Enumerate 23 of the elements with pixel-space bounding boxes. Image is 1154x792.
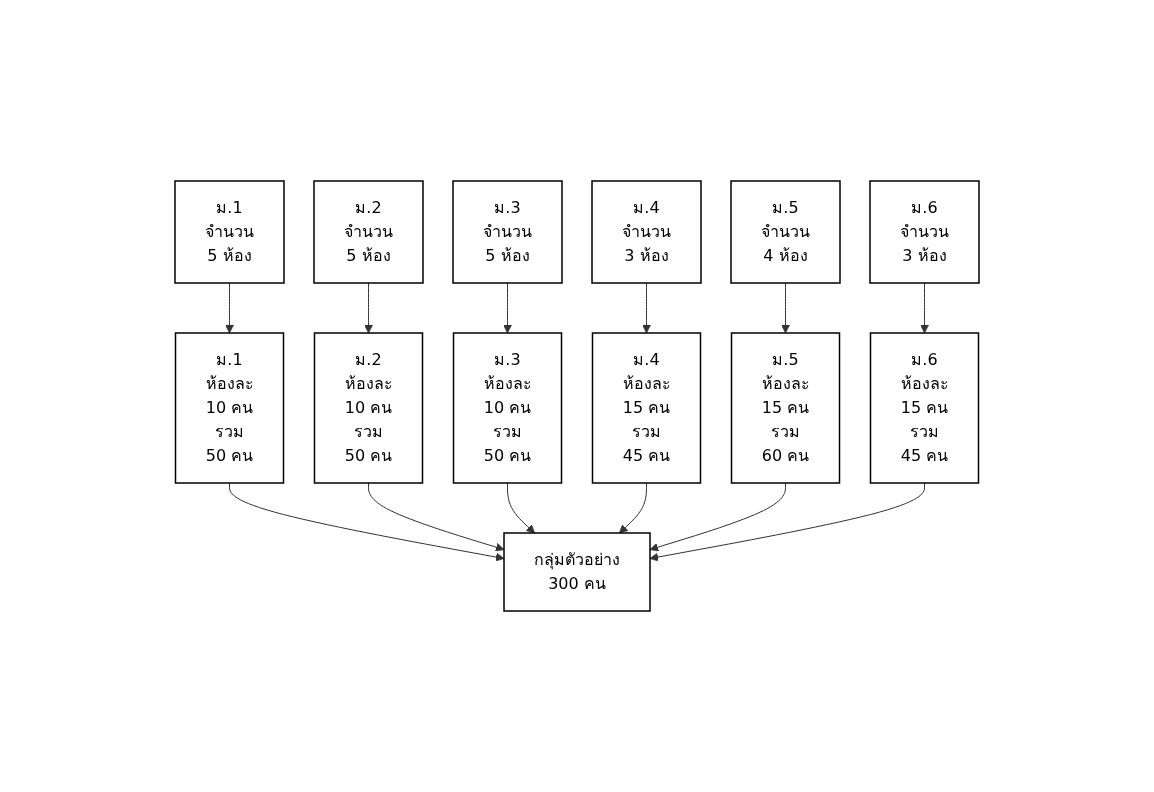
node-box: กลุ่มตัวอย่าง 300 คน [503,532,651,612]
node-box: ม.3 จำนวน 5 ห้อง [452,180,563,284]
node-box: ม.5 ห้องละ 15 คน รวม 60 คน [730,332,841,484]
node-box: ม.2 ห้องละ 10 คน รวม 50 คน [313,332,424,484]
node-box: ม.6 จำนวน 3 ห้อง [869,180,980,284]
arrow [507,482,536,534]
arrow [225,282,234,334]
node-box: ม.6 ห้องละ 15 คน รวม 45 คน [869,332,980,484]
arrow [503,282,512,334]
arrow [920,282,929,334]
arrow [364,282,373,334]
node-box: ม.4 จำนวน 3 ห้อง [591,180,702,284]
arrow [229,482,505,562]
node-box: ม.1 จำนวน 5 ห้อง [174,180,285,284]
arrow [642,282,651,334]
arrow [618,482,647,534]
node-box: ม.5 จำนวน 4 ห้อง [730,180,841,284]
arrow [368,482,505,552]
node-box: ม.3 ห้องละ 10 คน รวม 50 คน [452,332,563,484]
node-box: ม.1 ห้องละ 10 คน รวม 50 คน [174,332,285,484]
arrow [781,282,790,334]
node-box: ม.2 จำนวน 5 ห้อง [313,180,424,284]
node-box: ม.4 ห้องละ 15 คน รวม 45 คน [591,332,702,484]
